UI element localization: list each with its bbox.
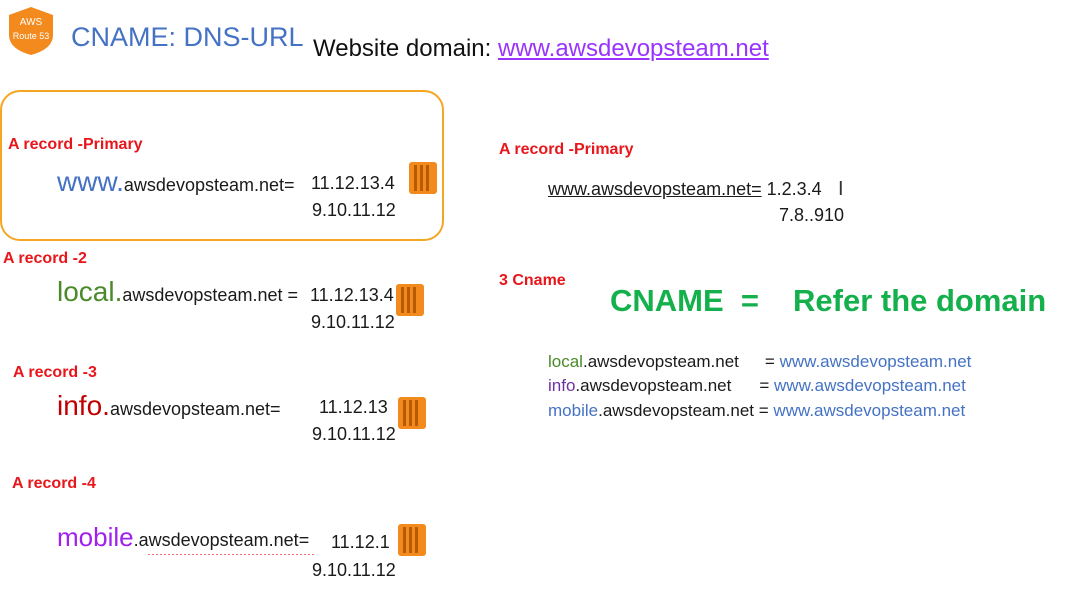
badge-line2: Route 53 [13,31,50,41]
record-3-label: A record -3 [13,364,97,381]
ec2-instance-icon [398,524,426,556]
cname-mapping-eq: = [764,352,775,371]
primary-record-highlight-box [0,90,444,241]
right-primary-line: www.awsdevopsteam.net= 1.2.3.4 [548,179,822,200]
cname-mapping-source: .awsdevopsteam.net [598,401,755,420]
cname-mapping-target: www.awsdevopsteam.net [773,401,966,420]
right-primary-label: A record -Primary [499,141,634,158]
record-primary-label: A record -Primary [8,136,143,153]
record-4-prefix: mobile [57,522,134,552]
record-4-label: A record -4 [12,475,96,492]
cname-mapping-prefix: info [548,376,576,395]
record-2-domain: awsdevopsteam.net = [122,285,298,305]
cname-headline: CNAME = Refer the domain [610,283,1046,319]
record-3-prefix: info. [57,390,110,421]
spellcheck-underline [148,554,316,557]
record-4-line: mobile.awsdevopsteam.net= [57,522,309,553]
badge-line1: AWS [20,17,43,28]
record-4-domain: .awsdevopsteam.net= [133,530,310,550]
cname-mapping-source: .awsdevopsteam.net [575,376,732,395]
cname-mapping-local: local.awsdevopsteam.net = www.awsdevopste… [548,352,971,372]
cname-mapping-eq: = [759,376,770,395]
cname-mapping-eq: = [758,401,769,420]
text-cursor-icon: I [838,178,844,200]
ec2-instance-icon [396,284,424,316]
record-4-ip1: 11.12.1 [331,532,390,552]
website-label: Website domain: [313,35,498,62]
cname-mapping-prefix: mobile [548,401,599,420]
record-3-ip1: 11.12.13 [319,397,388,417]
cname-headline-left: CNAME = [610,283,759,318]
record-2-line: local.awsdevopsteam.net = [57,276,298,308]
record-3-domain: awsdevopsteam.net= [109,399,281,419]
record-primary-ip1: 11.12.13.4 [311,173,395,193]
cname-headline-right: Refer the domain [793,283,1047,318]
record-3-ip2: 9.10.11.12 [312,424,396,444]
cname-mapping-source: .awsdevopsteam.net [582,352,739,371]
record-2-prefix: local. [57,276,123,307]
record-2-ip2: 9.10.11.12 [311,312,395,332]
website-domain: Website domain: www.awsdevopsteam.net [313,35,769,63]
record-3-line: info.awsdevopsteam.net= [57,390,281,422]
record-4-ip2: 9.10.11.12 [312,560,396,580]
page-title: CNAME: DNS-URL [71,22,304,52]
right-primary-ip2: 7.8..910 [779,205,845,225]
cname-count-label: 3 Cname [499,272,566,289]
record-primary-prefix: www. [57,166,124,197]
cname-mapping-target: www.awsdevopsteam.net [774,376,966,395]
record-primary-domain: awsdevopsteam.net= [123,175,295,195]
route53-badge-icon: AWS Route 53 [6,5,56,57]
record-primary-ip2: 9.10.11.12 [312,200,396,220]
ec2-instance-icon [409,162,437,194]
website-link[interactable]: www.awsdevopsteam.net [497,35,769,62]
ec2-instance-icon [398,397,426,429]
right-primary-ip1: 1.2.3.4 [766,179,822,199]
cname-mapping-prefix: local [548,352,583,371]
cname-mapping-target: www.awsdevopsteam.net [779,352,972,371]
cname-mapping-mobile: mobile.awsdevopsteam.net = www.awsdevops… [548,401,965,421]
record-2-label: A record -2 [3,250,87,267]
right-primary-domain: www.awsdevopsteam.net= [548,179,762,199]
record-2-ip1: 11.12.13.4 [310,285,394,305]
cname-mapping-info: info.awsdevopsteam.net = www.awsdevopstea… [548,376,966,396]
record-primary-line: www.awsdevopsteam.net= [57,166,295,198]
